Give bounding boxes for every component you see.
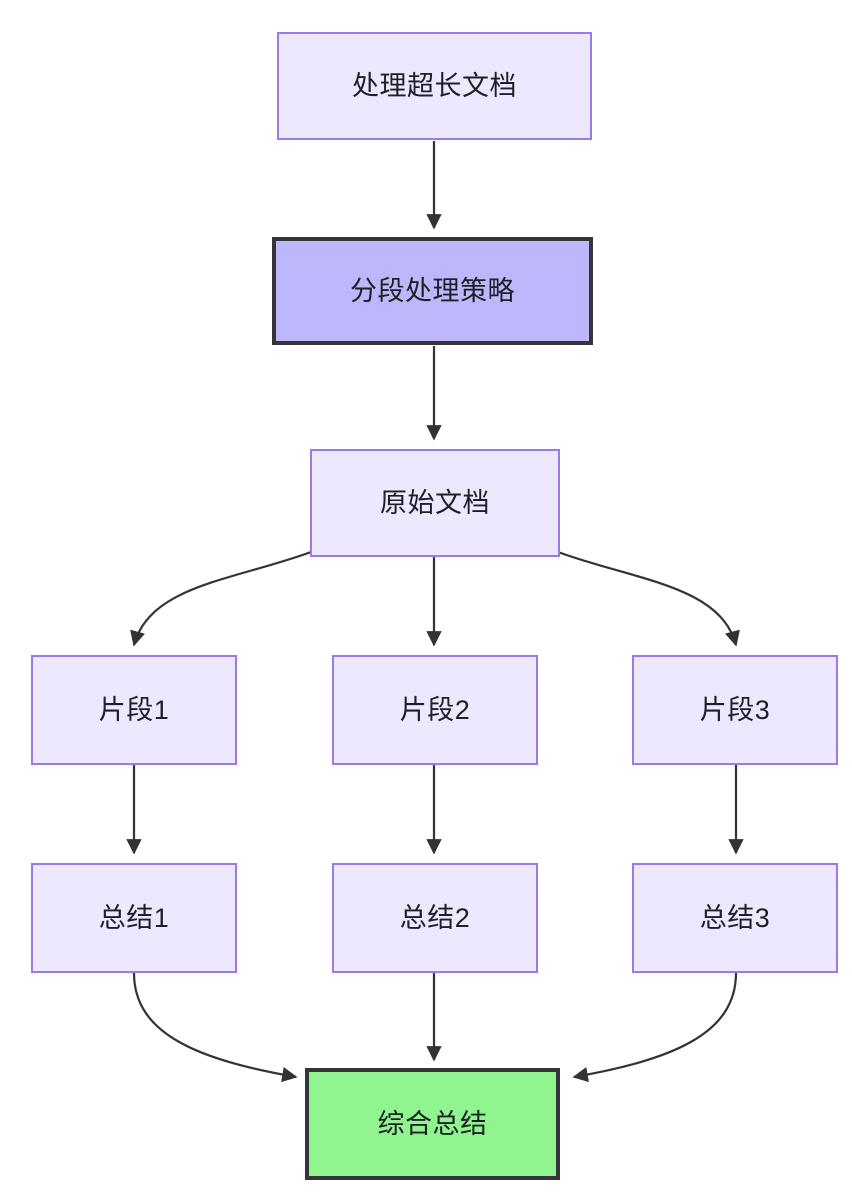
node-chunk-2[interactable]: 片段2 bbox=[332, 655, 538, 765]
node-doc-task-label: 处理超长文档 bbox=[352, 70, 517, 101]
node-final-summary-label: 综合总结 bbox=[377, 1108, 488, 1139]
node-chunk-2-label: 片段2 bbox=[399, 694, 471, 725]
node-summary-1-label: 总结1 bbox=[98, 902, 170, 933]
edge-summary3-to-final bbox=[572, 972, 738, 1083]
node-source-document-label: 原始文档 bbox=[380, 487, 490, 518]
node-doc-task[interactable]: 处理超长文档 bbox=[277, 32, 592, 140]
node-summary-2-label: 总结2 bbox=[399, 902, 471, 933]
node-chunk-1-label: 片段1 bbox=[98, 694, 170, 725]
node-strategy-label: 分段处理策略 bbox=[350, 275, 515, 306]
node-source-document[interactable]: 原始文档 bbox=[310, 449, 560, 557]
edge-summary1-to-final bbox=[132, 972, 298, 1083]
node-summary-3-label: 总结3 bbox=[699, 902, 771, 933]
node-chunk-1[interactable]: 片段1 bbox=[31, 655, 237, 765]
node-summary-3[interactable]: 总结3 bbox=[632, 863, 838, 973]
node-summary-2[interactable]: 总结2 bbox=[332, 863, 538, 973]
edge-source-to-chunk3 bbox=[557, 550, 740, 647]
node-strategy[interactable]: 分段处理策略 bbox=[272, 237, 593, 345]
node-chunk-3[interactable]: 片段3 bbox=[632, 655, 838, 765]
edge-source-to-chunk1 bbox=[130, 550, 312, 647]
node-final-summary[interactable]: 综合总结 bbox=[305, 1068, 560, 1180]
node-chunk-3-label: 片段3 bbox=[699, 694, 771, 725]
node-summary-1[interactable]: 总结1 bbox=[31, 863, 237, 973]
